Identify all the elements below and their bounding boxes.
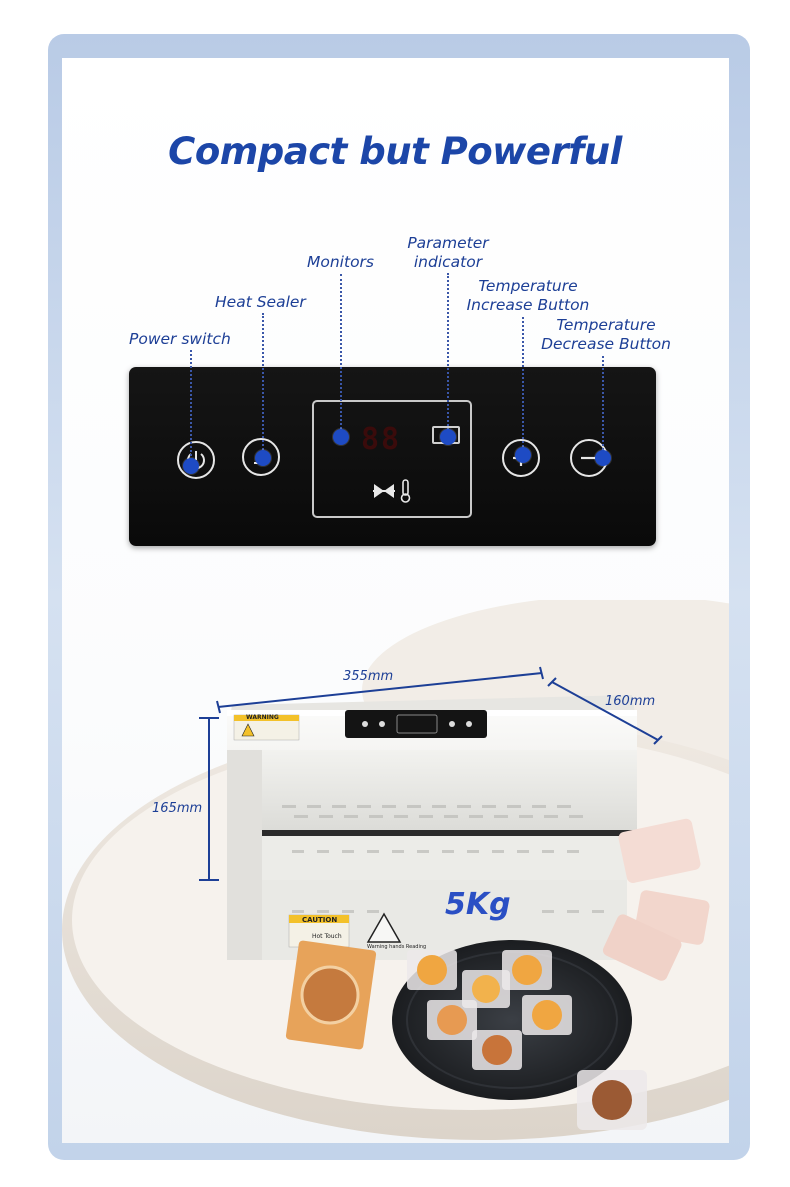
label-temperature-decrease-line1: Temperature — [556, 316, 656, 334]
label-parameter-indicator-line1: Parameter — [407, 234, 489, 252]
dimension-height: 165mm — [152, 801, 203, 816]
dimension-width: 355mm — [343, 669, 394, 684]
power-switch-button[interactable] — [177, 441, 215, 479]
label-temperature-increase-line1: Temperature — [478, 277, 578, 295]
leader-power-switch — [190, 350, 192, 456]
leader-monitors — [340, 274, 342, 437]
label-temperature-increase-line2: Increase Button — [466, 296, 590, 314]
monitor-display — [312, 400, 472, 518]
page-title: Compact but Powerful — [168, 130, 622, 173]
leader-temperature-increase — [522, 317, 524, 455]
marker-temperature-decrease — [595, 450, 611, 466]
label-temperature-increase: Temperature Increase Button — [460, 277, 596, 315]
label-heat-sealer: Heat Sealer — [215, 293, 306, 311]
segment-display-digits: 88 — [361, 422, 402, 457]
weight-label: 5Kg — [445, 887, 511, 922]
warning-sticker-text: WARNING — [246, 714, 279, 721]
marker-monitors — [333, 429, 349, 445]
label-temperature-decrease: Temperature Decrease Button — [536, 316, 676, 354]
leader-temperature-decrease — [602, 356, 604, 458]
marker-temperature-increase — [515, 447, 531, 463]
product-scene-illustration — [62, 600, 729, 1140]
dimension-depth: 160mm — [605, 694, 656, 709]
temperature-increase-button[interactable] — [502, 439, 540, 477]
label-parameter-indicator-line2: indicator — [413, 253, 483, 271]
caution-sticker-text: CAUTION — [302, 916, 338, 924]
valve-icon — [373, 479, 411, 503]
label-monitors: Monitors — [307, 253, 374, 271]
leader-parameter-indicator — [447, 273, 449, 437]
leader-heat-sealer — [262, 313, 264, 458]
marker-parameter-indicator — [440, 429, 456, 445]
marker-power-switch — [183, 458, 199, 474]
label-parameter-indicator: Parameter indicator — [400, 234, 496, 272]
hot-touch-text: Hot Touch — [312, 933, 342, 940]
warning-hands-text: Warning hands Reading — [367, 944, 427, 950]
product-photo: 355mm 160mm 165mm 5Kg WARNING CAUTION Ho… — [62, 600, 729, 1143]
label-power-switch: Power switch — [129, 330, 231, 348]
marker-heat-sealer — [255, 450, 271, 466]
label-temperature-decrease-line2: Decrease Button — [541, 335, 671, 353]
heat-sealer-button[interactable] — [242, 438, 280, 476]
minus-icon — [581, 456, 597, 460]
